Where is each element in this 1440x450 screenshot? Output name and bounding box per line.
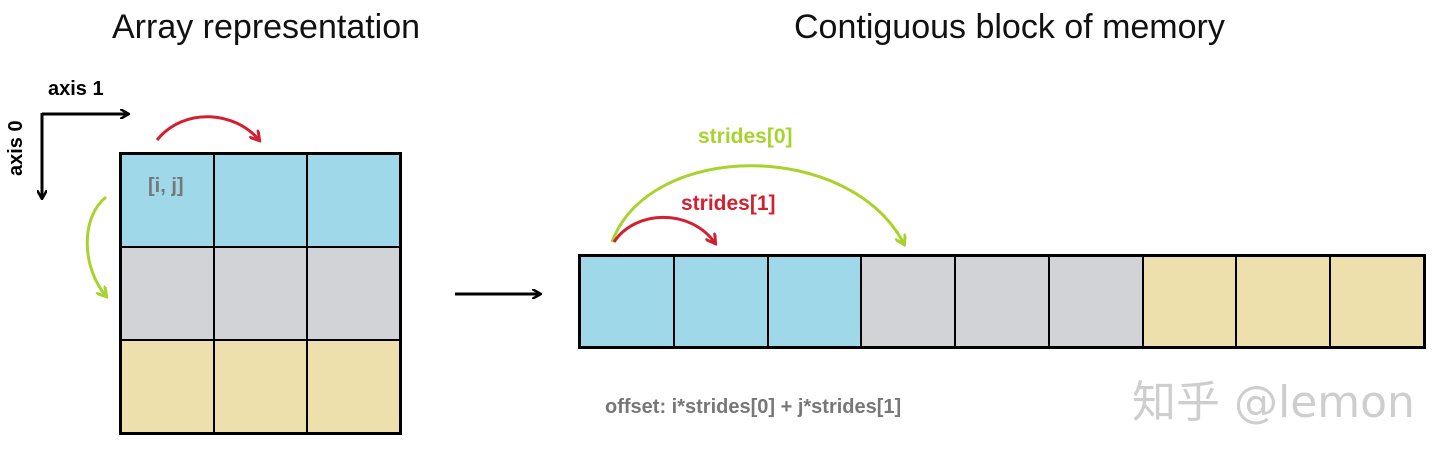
memory-cell-6 [1142,256,1237,347]
axis-0-label: axis 0 [5,120,27,176]
array-axis0-curved-arrow [85,195,106,296]
memory-cell-2 [767,256,862,347]
stride-1-arrow [612,215,715,243]
array-cell-2-2 [307,340,400,433]
offset-formula: offset: i*strides[0] + j*strides[1] [605,396,902,418]
memory-cell-1 [673,256,768,347]
memory-cell-3 [861,256,956,347]
title-array-representation: Array representation [112,8,421,46]
array-cell-2-0 [121,340,214,433]
array-cell-1-1 [214,247,307,340]
memory-cell-0 [580,256,674,347]
array-cell-1-0 [121,247,214,340]
memory-cell-7 [1236,256,1331,347]
stride-1-label: strides[1] [681,192,776,215]
title-contiguous-memory: Contiguous block of memory [794,8,1225,46]
cell-index-label: [i, j] [148,175,184,197]
array-cell-0-1 [214,154,307,247]
memory-cell-5 [1048,256,1143,347]
array-cell-0-0: [i, j] [121,154,214,247]
array-cell-1-2 [307,247,400,340]
memory-cell-8 [1330,256,1424,347]
array-cell-2-1 [214,340,307,433]
array-cell-0-2 [307,154,400,247]
memory-cell-4 [955,256,1049,347]
memory-block [578,254,1426,349]
axis-1-label: axis 1 [48,78,104,100]
watermark: 知乎 @lemon [1132,377,1415,428]
stride-0-label: strides[0] [698,125,793,148]
array-grid: [i, j] [119,152,402,435]
array-axis1-curved-arrow [155,115,259,140]
